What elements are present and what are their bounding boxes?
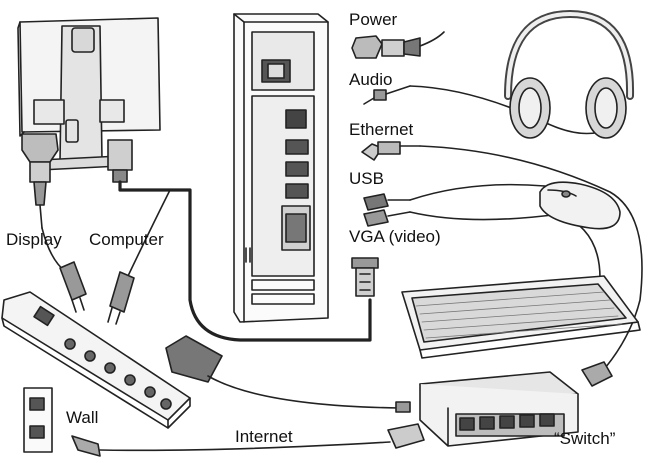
headphones-icon	[504, 10, 635, 139]
keyboard-icon	[401, 275, 641, 359]
power-adapter-icon	[165, 335, 411, 413]
label-switch: “Switch”	[554, 429, 616, 448]
label-display: Display	[6, 230, 62, 249]
display-power-plug-icon	[41, 227, 87, 313]
usb-plug-icon	[363, 193, 411, 227]
label-computer: Computer	[89, 230, 164, 249]
wall-jack-icon	[23, 387, 53, 453]
internet-cable-icon	[71, 423, 425, 457]
monitor-back-icon	[17, 17, 161, 171]
power-cord-icon	[351, 31, 445, 59]
vga-cable	[118, 180, 372, 342]
monitor-power-plug-icon	[21, 133, 59, 229]
ethernet-cable-to-switch	[419, 145, 643, 375]
audio-jack-icon	[363, 85, 411, 105]
power-strip-icon	[1, 291, 191, 429]
label-internet: Internet	[235, 427, 293, 446]
vga-plug-icon	[351, 257, 379, 297]
label-power: Power	[349, 10, 398, 29]
ethernet-plug-icon	[361, 141, 421, 161]
computer-power-plug-icon	[107, 189, 171, 325]
label-vga: VGA (video)	[349, 227, 441, 246]
label-usb: USB	[349, 169, 384, 188]
monitor-vga-connector-icon	[107, 139, 133, 183]
label-ethernet: Ethernet	[349, 120, 414, 139]
mouse-icon	[539, 181, 621, 230]
mouse-cable	[409, 183, 546, 201]
computer-tower-icon	[233, 13, 329, 323]
label-audio: Audio	[349, 70, 393, 89]
network-switch-icon	[419, 361, 613, 447]
label-wall: Wall	[66, 408, 99, 427]
